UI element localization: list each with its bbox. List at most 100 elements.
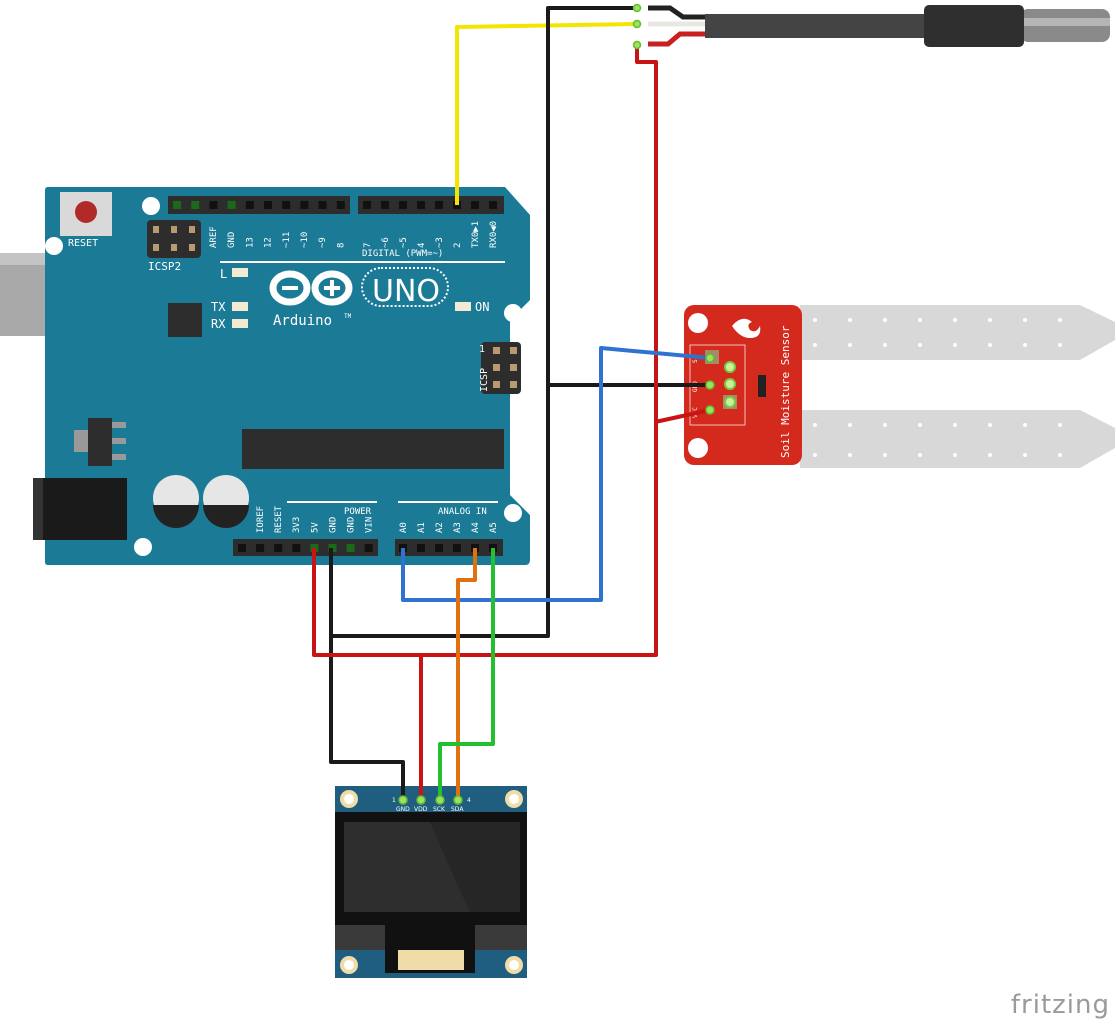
digital-header-left — [168, 196, 350, 214]
chip-atmega16u2 — [168, 303, 202, 337]
pin-label: A5 — [489, 522, 499, 533]
header-pin — [453, 544, 461, 552]
led-l-label: L — [220, 267, 227, 281]
header-pin — [363, 201, 371, 209]
oled-pin-gnd: GND — [396, 806, 410, 813]
pin-label: GND — [347, 517, 357, 533]
pin-label: ~3 — [435, 237, 445, 248]
pin-label: RX0◀0 — [489, 221, 499, 248]
oled-pin-sda: SDA — [451, 806, 464, 813]
wire-black-gnd-oled[interactable] — [329, 636, 405, 800]
wire-orange-a4-sda[interactable] — [456, 548, 477, 800]
header-pin — [282, 201, 291, 209]
pin-label: A4 — [471, 522, 481, 533]
pin-label: RESET — [274, 505, 284, 533]
header-pin — [292, 544, 301, 552]
pin-label: 2 — [453, 243, 463, 248]
pin-label: ~9 — [318, 237, 328, 248]
capacitor — [153, 475, 199, 528]
header-pin — [435, 201, 443, 209]
pin-label: 4 — [417, 243, 427, 248]
led-on-label: ON — [475, 300, 489, 314]
oled-pin1-label: 1 — [392, 797, 396, 804]
reset-label: RESET — [68, 238, 98, 249]
header-pin — [256, 544, 265, 552]
icsp2-header — [147, 220, 201, 258]
pin-label: VIN — [365, 517, 375, 533]
power-label: POWER — [344, 507, 372, 517]
header-pin — [489, 201, 497, 209]
brand-label: Arduino — [273, 313, 332, 329]
oled-pin-sck: SCK — [433, 806, 446, 813]
pin-label: 8 — [336, 243, 346, 248]
sensor-prong — [800, 305, 1115, 360]
fritzing-watermark: fritzing — [1010, 990, 1110, 1020]
header-pin — [417, 544, 425, 552]
pin-label: ~6 — [381, 237, 391, 248]
header-pin — [346, 544, 355, 552]
analog-header — [395, 539, 503, 556]
sensor-prong — [800, 410, 1115, 468]
wire-green-a5-sck[interactable] — [438, 548, 495, 800]
header-pin — [227, 201, 236, 209]
led-l — [232, 268, 248, 277]
pin-label: AREF — [209, 226, 219, 248]
header-pin — [435, 544, 443, 552]
header-pin — [381, 201, 389, 209]
header-pin — [264, 201, 272, 209]
wire-red-5v-probe[interactable] — [312, 45, 658, 657]
pin-label: TX0▶1 — [471, 221, 481, 248]
ds18b20-temperature-probe — [648, 5, 1110, 47]
header-pin — [471, 201, 479, 209]
digital-label: DIGITAL (PWM=~) — [362, 249, 443, 259]
header-pin — [245, 201, 254, 209]
icsp-label: ICSP — [479, 368, 490, 392]
pin-label: 5V — [310, 522, 320, 533]
wire-black-gnd-probe[interactable] — [329, 6, 637, 638]
digital-header-right — [358, 196, 504, 214]
soil-moisture-sensor: S GND VCC Soil Moisture Sensor — [684, 305, 1115, 468]
voltage-regulator — [88, 418, 112, 466]
header-pin — [300, 201, 309, 209]
pin-label: A2 — [435, 522, 445, 533]
icsp-pin1-label: 1 — [479, 344, 485, 355]
icsp2-label: ICSP2 — [148, 260, 181, 273]
sparkfun-flame-icon — [732, 318, 761, 338]
sensor-title: Soil Moisture Sensor — [779, 325, 792, 458]
header-pin — [209, 201, 218, 209]
pin-label: 12 — [264, 237, 274, 248]
header-pin — [191, 201, 200, 209]
header-pin — [318, 201, 327, 209]
power-jack — [33, 478, 127, 540]
header-pin — [364, 544, 373, 552]
capacitor — [203, 475, 249, 528]
oled-display-module: 1 4 GND VDD SCK SDA — [335, 786, 527, 978]
pin-label: A1 — [417, 522, 427, 533]
oled-pin-vdd: VDD — [414, 806, 428, 813]
model-label: UNO — [372, 274, 440, 309]
mount-hole — [142, 197, 160, 215]
pin-label: A0 — [399, 522, 409, 533]
arduino-infinity-logo — [269, 270, 353, 306]
header-pin — [399, 201, 407, 209]
pin-label: A3 — [453, 522, 463, 533]
tm-label: TM — [344, 313, 352, 320]
led-rx-label: RX — [211, 317, 226, 331]
pin-label: 7 — [363, 243, 373, 248]
header-pin — [274, 544, 283, 552]
oled-pin4-label: 4 — [467, 797, 471, 804]
pin-label-s: S — [692, 359, 699, 363]
wire-yellow-d2-probe-data[interactable] — [455, 22, 638, 205]
power-header — [233, 539, 378, 556]
pin-label: GND — [328, 517, 338, 533]
pin-label: 13 — [245, 237, 255, 248]
pin-label: IOREF — [256, 506, 266, 533]
pin-label: ~11 — [282, 232, 292, 248]
wire-red-5v-sensor[interactable] — [654, 408, 711, 424]
pin-label: GND — [227, 232, 237, 248]
wire-blue-a0-sensor[interactable] — [401, 346, 711, 602]
header-pin — [336, 201, 345, 209]
header-pin — [417, 201, 425, 209]
